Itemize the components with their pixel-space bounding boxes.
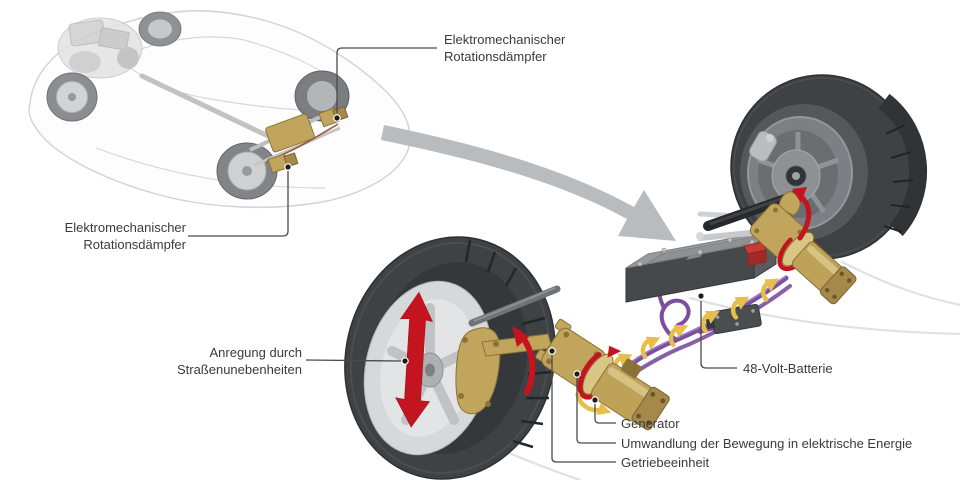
ghost-car (28, 10, 411, 209)
leader-gear-unit (548, 347, 616, 463)
leader-energy-conversion (573, 370, 616, 444)
leader-generator (591, 396, 616, 424)
label-rotary-damper-left-line2: Rotationsdämpfer (83, 237, 186, 252)
battery-connector (743, 241, 767, 267)
leader-rotary-damper-top (333, 47, 437, 122)
label-road-excitation-line1: Anregung durch (209, 345, 302, 360)
leader-road-excitation (305, 357, 409, 365)
stub-axle (468, 285, 561, 327)
label-rotary-damper-top-line1: Elektromechanischer (444, 32, 566, 47)
label-energy-conversion: Umwandlung der Bewegung in elektrische E… (621, 436, 912, 451)
leader-dot (591, 396, 599, 404)
leader-battery (697, 292, 737, 369)
ghost-engine (57, 17, 143, 79)
leader-rotary-damper-left (188, 163, 292, 237)
lever-rotation-arrow-icon (512, 326, 536, 395)
leader-dot (697, 292, 705, 300)
leader-dot (284, 163, 292, 171)
leader-dot (573, 370, 581, 378)
label-gear-unit: Getriebeeinheit (621, 455, 710, 470)
ghost-front-left-wheel (46, 72, 98, 122)
battery-screws (637, 237, 755, 267)
leader-lines (188, 47, 737, 463)
left-wheel-tread (464, 239, 552, 449)
ghost-far-rear-wheel (294, 70, 350, 122)
road-excitation-arrow-icon (395, 291, 433, 428)
generator-flow-arrow-icon (575, 392, 612, 415)
right-wheel-tread (883, 124, 914, 233)
leader-dot (548, 347, 556, 355)
right-damper-rotation-arrow-icon (792, 187, 812, 241)
battery-48v (625, 229, 777, 303)
ghost-rear-left-wheel (216, 142, 278, 200)
ghost-driveshaft (139, 73, 271, 139)
gear-unit-generator (535, 318, 670, 431)
ghost-far-front-wheel (138, 11, 182, 47)
label-rotary-damper-left-line1: Elektromechanischer (65, 220, 187, 235)
label-rotary-damper-top-line2: Rotationsdämpfer (444, 49, 547, 64)
right-damper-unit (749, 190, 857, 305)
label-road-excitation-line2: Straßenunebenheiten (177, 362, 302, 377)
left-wheel (344, 236, 556, 480)
leader-dot (401, 357, 409, 365)
transfer-arrow-icon (381, 125, 676, 241)
leader-dot (333, 114, 341, 122)
labels: Elektromechanischer Rotationsdämpfer Ele… (65, 32, 913, 470)
label-battery: 48-Volt-Batterie (743, 361, 833, 376)
label-generator: Generator (621, 416, 680, 431)
ghost-rear-axle-erot (249, 105, 349, 174)
right-axle (696, 191, 799, 241)
